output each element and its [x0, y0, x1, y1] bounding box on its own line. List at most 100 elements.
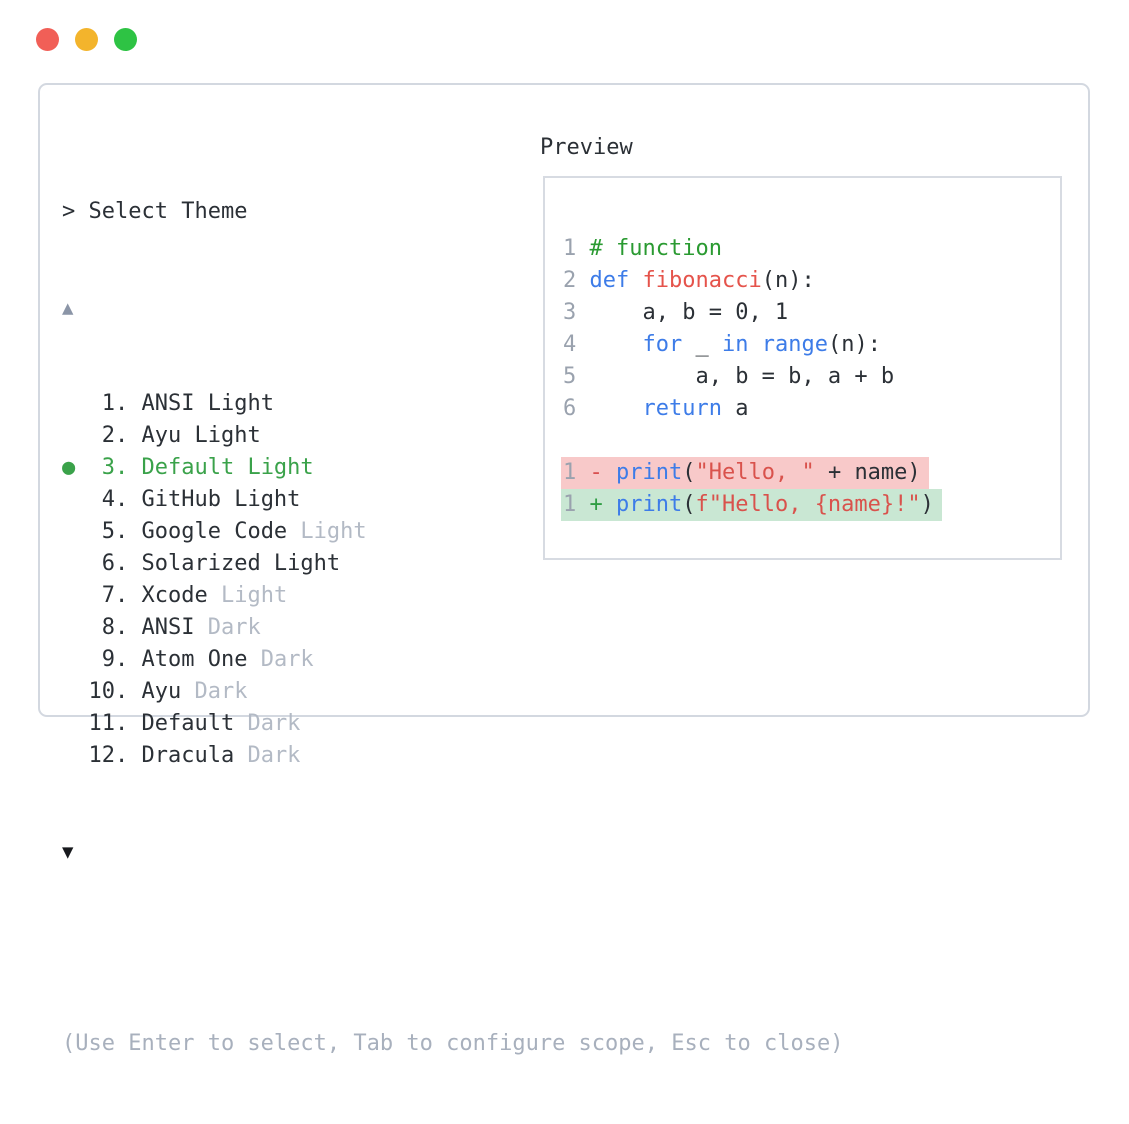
code-line: 1 # function: [563, 233, 1060, 265]
code-token: # function: [589, 236, 722, 261]
code-line: 6 return a: [563, 393, 1060, 425]
code-line: 3 a, b = 0, 1: [563, 297, 1060, 329]
line-number: 2: [563, 268, 590, 293]
code-token: range: [761, 332, 828, 357]
help-text: (Use Enter to select, Tab to configure s…: [62, 1031, 844, 1056]
code-token: [629, 268, 642, 293]
close-button[interactable]: [36, 28, 59, 51]
minimize-button[interactable]: [75, 28, 98, 51]
code-token: ): [920, 492, 934, 517]
option-label: ANSI: [141, 615, 195, 640]
code-token: for: [642, 332, 683, 357]
code-token: print: [616, 460, 683, 485]
code-token: [748, 332, 761, 357]
code-token: [590, 332, 643, 357]
preview-title: Preview: [540, 135, 633, 160]
option-number: 10.: [88, 679, 142, 704]
code-token: a: [721, 396, 749, 421]
option-label: Default Light: [141, 455, 314, 480]
option-variant: Dark: [247, 647, 314, 672]
bullet-spacer: [62, 391, 89, 416]
option-variant: Dark: [234, 711, 301, 736]
theme-option[interactable]: 6. Solarized Light: [62, 548, 843, 580]
diff-line-added: 1 + print(f"Hello, {name}!"): [561, 489, 1060, 521]
option-label: Solarized Light: [141, 551, 341, 576]
option-number: 9.: [88, 647, 142, 672]
line-number: 6: [563, 396, 590, 421]
line-number: 1: [563, 492, 590, 517]
theme-option[interactable]: 7. Xcode Light: [62, 580, 843, 612]
code-token: [590, 396, 643, 421]
bullet-spacer: [62, 583, 89, 608]
code-token: "Hello, ": [695, 460, 815, 485]
bullet-spacer: [62, 423, 89, 448]
theme-option[interactable]: 8. ANSI Dark: [62, 612, 843, 644]
bullet-spacer: [62, 615, 89, 640]
theme-option[interactable]: 12. Dracula Dark: [62, 740, 843, 772]
theme-option[interactable]: 10. Ayu Dark: [62, 676, 843, 708]
option-number: 8.: [88, 615, 142, 640]
scroll-up-icon[interactable]: ▲: [62, 297, 74, 319]
option-number: 5.: [88, 519, 142, 544]
option-number: 3.: [88, 455, 142, 480]
code-token: print: [616, 492, 683, 517]
code-line: 2 def fibonacci(n):: [563, 265, 1060, 297]
option-number: 2.: [88, 423, 142, 448]
theme-option[interactable]: 1. ANSI Light: [62, 388, 843, 420]
option-number: 11.: [88, 711, 142, 736]
theme-option[interactable]: 5. Google Code Light: [62, 516, 843, 548]
code-token: in: [721, 332, 749, 357]
line-number: 4: [563, 332, 590, 357]
option-label: ANSI Light: [141, 391, 274, 416]
picker-title: Select Theme: [88, 199, 248, 224]
line-number: 1: [563, 460, 590, 485]
diff-sign: -: [589, 460, 616, 485]
option-number: 7.: [88, 583, 142, 608]
option-variant: Dark: [181, 679, 248, 704]
option-label: Default: [141, 711, 235, 736]
theme-picker-panel: > Select Theme ▲ 1. ANSI Light 2. Ayu Li…: [38, 83, 1090, 1056]
code-line: 4 for _ in range(n):: [563, 329, 1060, 361]
code-token: fibonacci: [642, 268, 762, 293]
code-token: (: [682, 492, 696, 517]
line-number: 3: [563, 300, 590, 325]
code-blank-line: [563, 425, 1060, 457]
diff-sign: +: [589, 492, 616, 517]
theme-option[interactable]: 4. GitHub Light: [62, 484, 843, 516]
code-token: (n):: [761, 268, 815, 293]
option-label: Xcode: [141, 583, 208, 608]
prompt-caret: >: [62, 199, 76, 224]
window-controls: [36, 28, 137, 51]
option-variant: Dark: [234, 743, 301, 768]
code-token: (: [682, 460, 696, 485]
bullet-spacer: [62, 519, 89, 544]
code-token: _: [682, 332, 722, 357]
option-label: Atom One: [141, 647, 248, 672]
theme-option[interactable]: ● 3. Default Light: [62, 452, 843, 484]
option-label: Ayu Light: [141, 423, 261, 448]
option-variant: Light: [287, 519, 367, 544]
code-token: (n):: [827, 332, 881, 357]
theme-option[interactable]: 11. Default Dark: [62, 708, 843, 740]
code-token: a, b = 0, 1: [589, 300, 789, 325]
code-token: a, b = b, a + b: [589, 364, 895, 389]
option-variant: Light: [207, 583, 288, 608]
line-number: 5: [563, 364, 590, 389]
bullet-spacer: [62, 743, 89, 768]
option-label: Ayu: [141, 679, 182, 704]
theme-option[interactable]: 2. Ayu Light: [62, 420, 843, 452]
option-number: 1.: [88, 391, 142, 416]
bullet-spacer: [62, 647, 89, 672]
bullet-spacer: [62, 679, 89, 704]
code-line: 5 a, b = b, a + b: [563, 361, 1060, 393]
option-number: 4.: [88, 487, 142, 512]
zoom-button[interactable]: [114, 28, 137, 51]
scroll-down-icon[interactable]: ▼: [62, 841, 74, 863]
line-number: 1: [563, 236, 590, 261]
option-number: 6.: [88, 551, 142, 576]
option-label: Google Code: [141, 519, 288, 544]
code-token: return: [642, 396, 722, 421]
theme-option[interactable]: 9. Atom One Dark: [62, 644, 843, 676]
